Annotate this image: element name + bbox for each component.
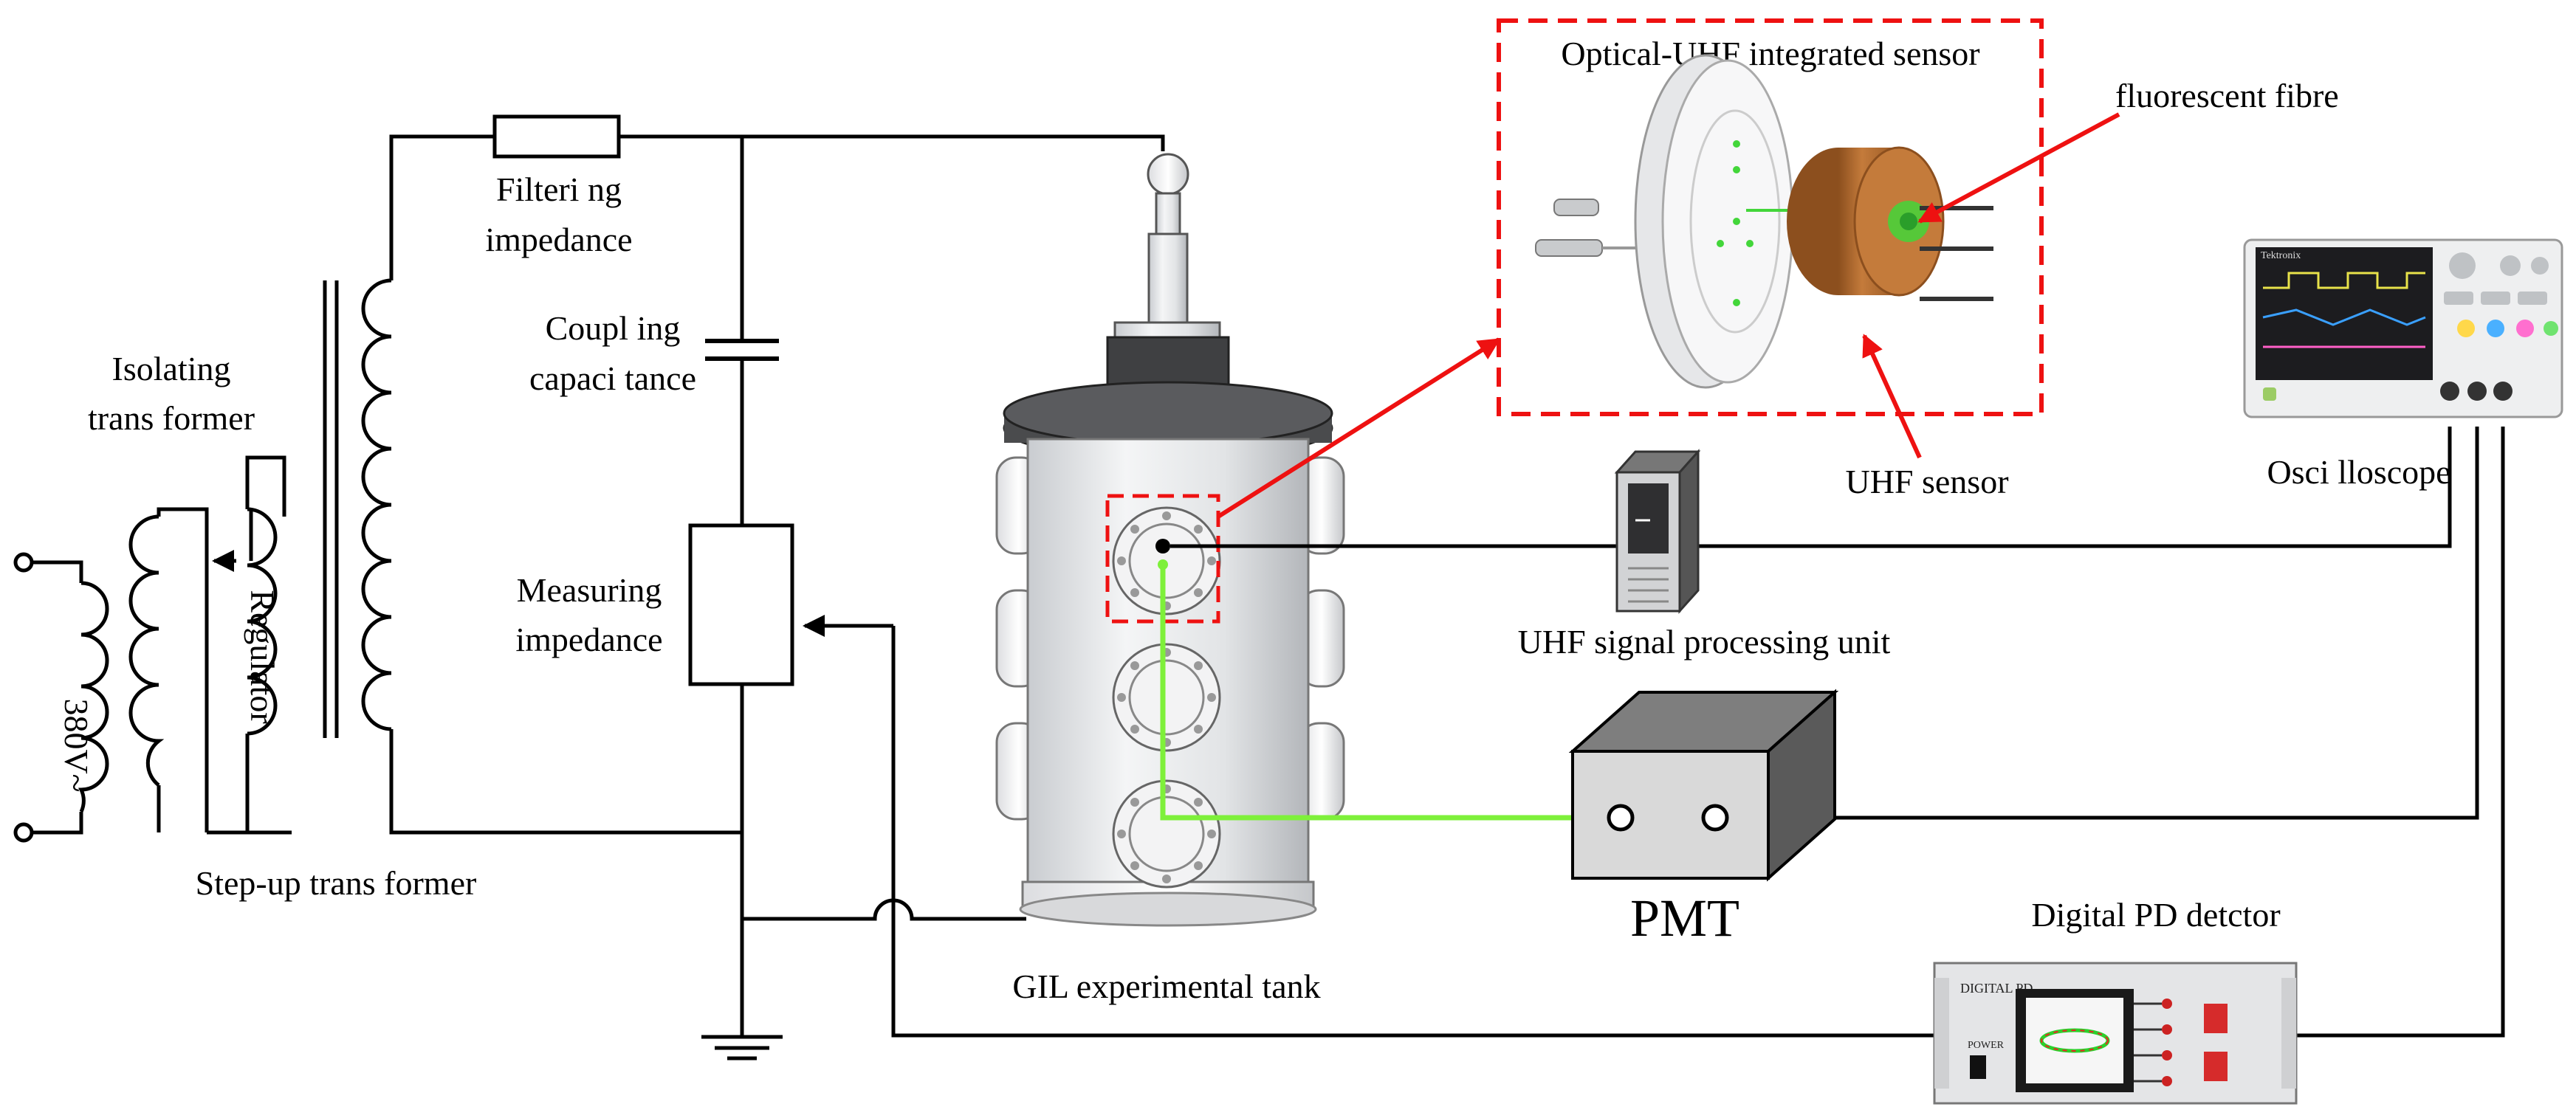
isolating-primary-coil	[78, 581, 109, 813]
coupling-capacitance-label-2: capaci tance	[529, 359, 696, 397]
oscilloscope-label: Osci lloscope	[2267, 453, 2450, 491]
uhf-processing-unit-label: UHF signal processing unit	[1518, 623, 1891, 661]
gil-tank-label: GIL experimental tank	[1012, 968, 1320, 1005]
coupling-capacitance-label-1: Coupl ing	[546, 309, 681, 347]
uhf-sensor-label: UHF sensor	[1845, 463, 2008, 500]
regulator-coil	[247, 507, 278, 736]
pmt-label: PMT	[1630, 889, 1739, 948]
step-up-secondary-coil	[361, 278, 392, 731]
gil-experimental-tank	[995, 153, 1345, 927]
isolating-transformer-label-1: Isolating	[112, 350, 231, 387]
filtering-impedance	[492, 114, 621, 159]
ground-symbol	[701, 1035, 783, 1061]
digital-pd-detector-label: Digital PD detctor	[2031, 896, 2280, 934]
optical-uhf-sensor-label: Optical-UHF integrated sensor	[1561, 35, 1979, 72]
filtering-impedance-label-1: Filteri ng	[496, 170, 622, 208]
regulator-label: Regulator	[244, 590, 281, 723]
step-up-transformer-core	[323, 280, 339, 738]
optical-uhf-sensor-illustration	[1535, 54, 1993, 389]
measuring-impedance-label-1: Measuring	[517, 571, 662, 609]
fluorescent-fibre-path	[1160, 568, 1617, 821]
digital-pd-detector: DIGITAL PD POWER	[1933, 962, 2298, 1105]
pd-power-text: POWER	[1968, 1040, 2005, 1051]
filtering-impedance-label-2: impedance	[485, 221, 632, 258]
source-terminals	[13, 552, 83, 843]
uhf-processing-unit	[1614, 449, 1701, 614]
pmt-box	[1568, 689, 1839, 882]
oscilloscope-device: Tektronix	[2243, 238, 2563, 418]
source-voltage-label: 380V~	[58, 698, 95, 792]
pd-brand-text: DIGITAL PD	[1960, 981, 2033, 996]
oscilloscope-brand: Tektronix	[2261, 250, 2301, 261]
isolating-secondary-coil	[128, 514, 165, 787]
measuring-impedance-label-2: impedance	[515, 621, 662, 658]
measuring-impedance	[688, 523, 794, 686]
tank-uhf-sensor-point	[1155, 539, 1170, 554]
step-up-transformer-label: Step-up trans former	[196, 864, 477, 902]
isolating-transformer-label-2: trans former	[88, 399, 255, 437]
fluorescent-fibre-label: fluorescent fibre	[2115, 77, 2339, 114]
